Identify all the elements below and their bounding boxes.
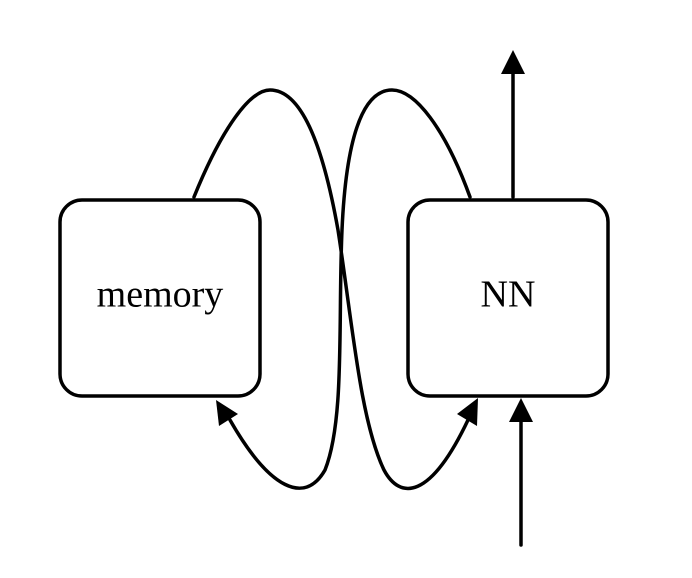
nn-label: NN <box>481 274 536 316</box>
nn-box <box>406 198 610 398</box>
memory-box <box>58 198 262 398</box>
arrowhead-output <box>501 50 525 74</box>
memory-node: memory <box>58 198 262 398</box>
arrowhead-into-memory <box>216 400 238 426</box>
memory-label: memory <box>97 274 224 316</box>
edge-memory-to-nn <box>192 88 470 491</box>
arrowhead-input <box>509 398 533 422</box>
edge-nn-to-memory <box>228 88 472 490</box>
arrowhead-into-nn <box>457 398 478 426</box>
nn-node: NN <box>406 198 610 398</box>
